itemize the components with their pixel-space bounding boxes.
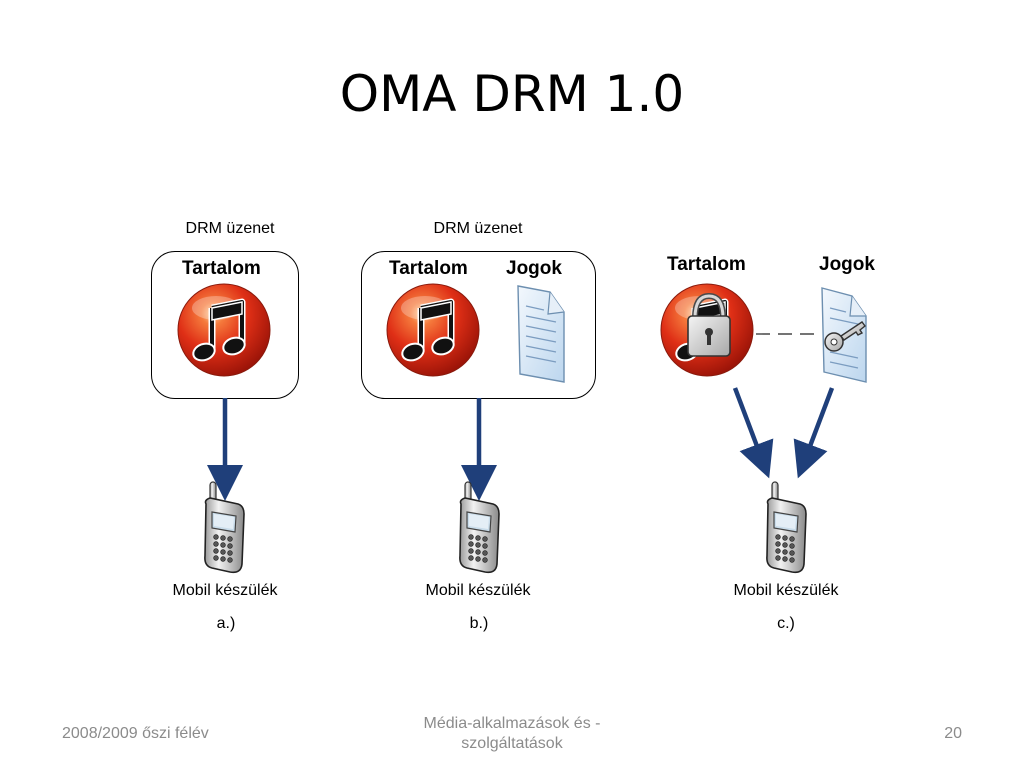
footer-date: 2008/2009 őszi félév <box>62 725 209 742</box>
key-icon <box>824 321 866 352</box>
device-label-c: Mobil készülék <box>733 582 839 599</box>
device-label-b: Mobil készülék <box>425 582 531 599</box>
case-label-a: a.) <box>216 615 236 632</box>
mobile-phone-icon-b <box>459 481 500 574</box>
rights-label-b: Jogok <box>506 258 562 279</box>
music-content-icon-a <box>178 284 270 376</box>
lock-icon <box>687 292 731 357</box>
content-label-a: Tartalom <box>182 258 261 279</box>
footer-course-line1: Média-alkalmazások és - <box>423 715 601 732</box>
drm-message-label-a: DRM üzenet <box>185 220 275 237</box>
rights-document-key-icon-c <box>821 287 867 383</box>
rights-label-c: Jogok <box>819 254 875 275</box>
footer-page-number: 20 <box>944 725 962 742</box>
slide-title: OMA DRM 1.0 <box>339 65 685 123</box>
rights-document-icon-b <box>517 285 565 383</box>
mobile-phone-icon-a <box>204 481 245 574</box>
case-label-b: b.) <box>469 615 489 632</box>
mobile-phone-icon-c <box>766 481 807 574</box>
content-label-b: Tartalom <box>389 258 468 279</box>
content-label-c: Tartalom <box>667 254 746 275</box>
content-arrow-c <box>732 387 774 479</box>
music-content-icon-b <box>387 284 479 376</box>
drm-message-label-b: DRM üzenet <box>433 220 523 237</box>
footer-course-line2: szolgáltatások <box>461 735 563 752</box>
device-label-a: Mobil készülék <box>172 582 278 599</box>
case-label-c: c.) <box>777 615 795 632</box>
rights-arrow-c <box>793 387 835 479</box>
footer-course: Média-alkalmazások és - szolgáltatások <box>362 714 662 754</box>
